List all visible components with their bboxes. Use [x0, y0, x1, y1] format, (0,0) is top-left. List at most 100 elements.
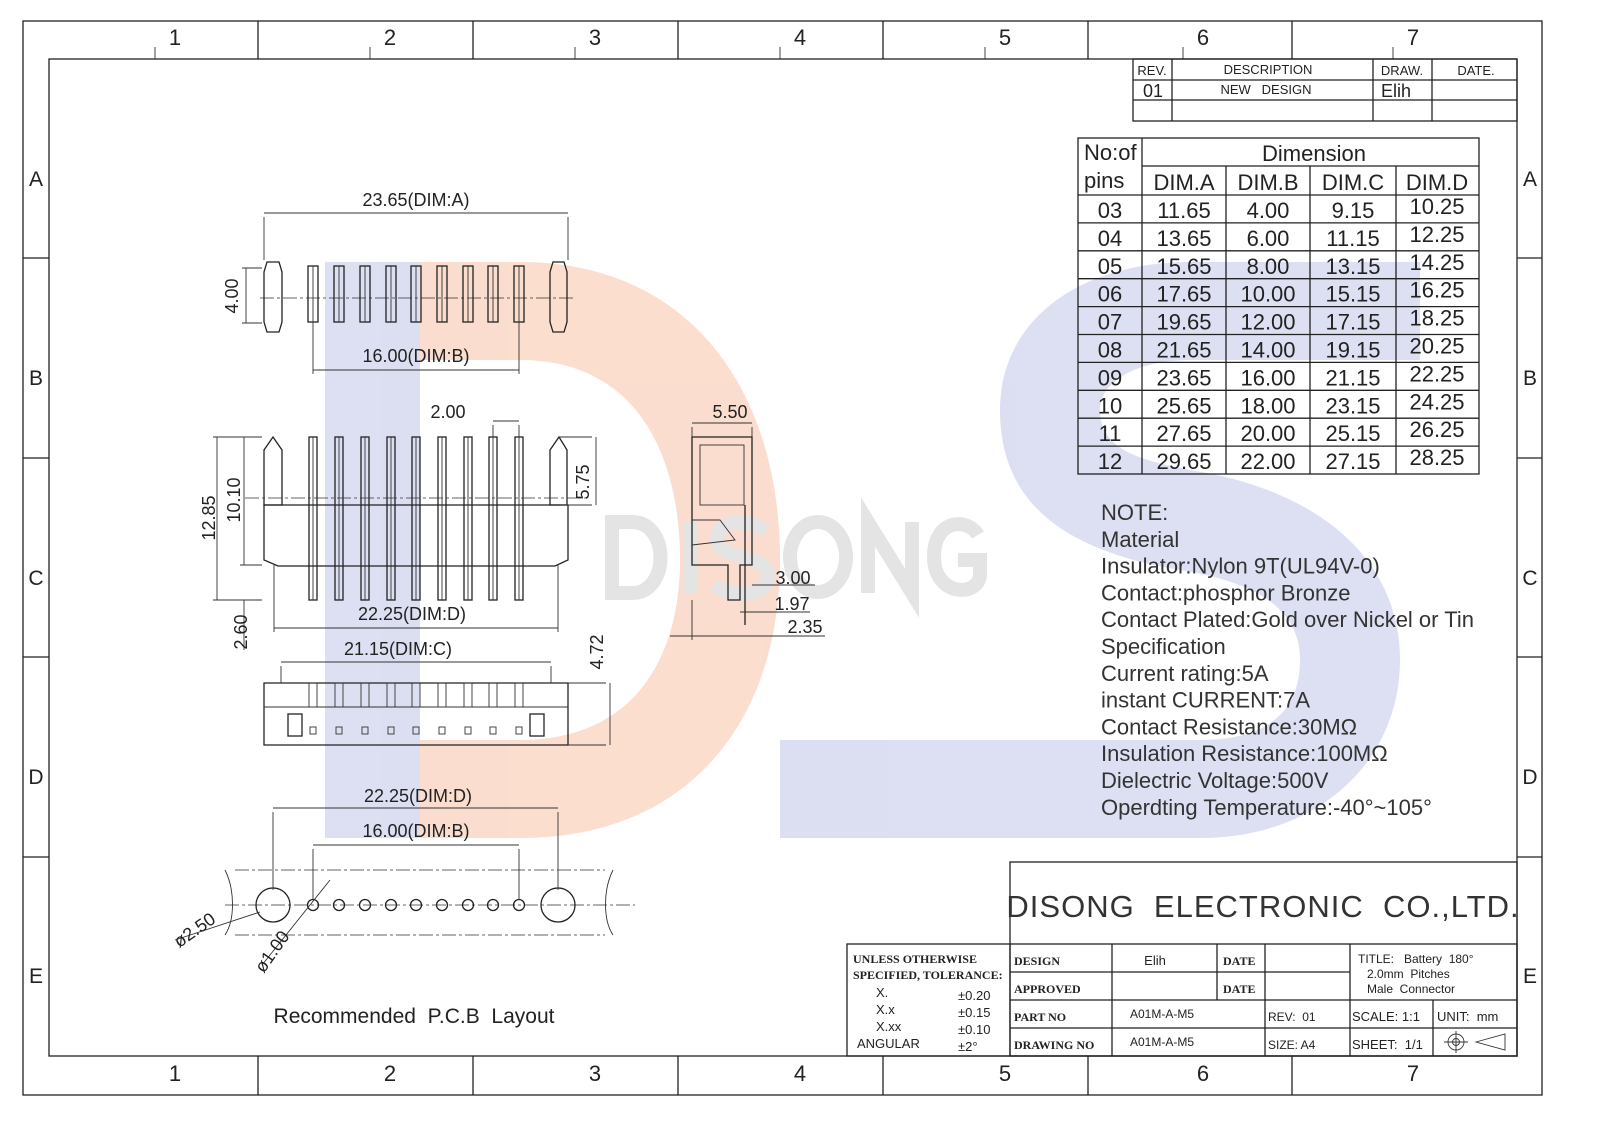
- frame-column-label: 7: [1407, 1061, 1419, 1086]
- table-cell: 06: [1098, 282, 1122, 307]
- table-cell: 10.00: [1240, 282, 1295, 307]
- dim-pcb-d: 22.25(DIM:D): [364, 786, 472, 806]
- side-view-body: [691, 436, 753, 601]
- table-cell: 13.65: [1156, 226, 1211, 251]
- tolerance-title-2: SPECIFIED, TOLERANCE:: [853, 968, 1003, 982]
- tolerance-value: ±0.20: [958, 988, 990, 1003]
- table-cell: 11: [1099, 421, 1122, 446]
- frame-row-label: C: [28, 567, 43, 590]
- pin-hole-pcb: [461, 898, 475, 912]
- draw-header: DRAW.: [1381, 63, 1423, 78]
- watermark-logo: [325, 262, 1420, 838]
- tolerance-value: ±2°: [958, 1039, 978, 1054]
- frame-row-label: D: [1522, 766, 1537, 789]
- tolerance-label: ANGULAR: [857, 1036, 920, 1051]
- table-cell: 20.00: [1240, 421, 1295, 446]
- frame-row-label: E: [29, 965, 43, 988]
- watermark-lettering: [605, 497, 987, 618]
- table-cell: 16.00: [1240, 365, 1295, 390]
- table-cell: 29.65: [1156, 449, 1211, 474]
- design-label: DESIGN: [1014, 954, 1060, 968]
- table-cell: 25.15: [1325, 421, 1380, 446]
- dim-side-3: 2.35: [787, 617, 822, 637]
- unit-label: UNIT: mm: [1437, 1009, 1498, 1024]
- dim-pcb-small-hole: ø1.00: [251, 927, 294, 976]
- table-cell: 18.00: [1240, 393, 1295, 418]
- drawing-no-value: A01M-A-M5: [1130, 1035, 1194, 1049]
- frame-column-label: 2: [384, 25, 396, 50]
- dim-side-1: 3.00: [775, 568, 810, 588]
- note-line: Specification: [1101, 634, 1226, 659]
- housing-post: [549, 435, 568, 506]
- approved-date-label: DATE: [1223, 982, 1255, 996]
- table-cell: 05: [1098, 254, 1122, 279]
- frame-row-label: C: [1522, 567, 1537, 590]
- note-line: Contact Resistance:30MΩ: [1101, 714, 1357, 739]
- pin-bottom: [334, 682, 344, 708]
- frame-column-label: 7: [1407, 25, 1419, 50]
- note-line: NOTE:: [1101, 500, 1168, 525]
- frame-column-label: 4: [794, 1061, 806, 1086]
- table-cell: 10: [1098, 393, 1122, 418]
- leader-line: [174, 911, 261, 941]
- pin-hole-pcb: [384, 898, 398, 912]
- table-cell: 11.65: [1157, 198, 1210, 223]
- rev-header: REV.: [1137, 63, 1166, 78]
- side-view-latch: [691, 519, 736, 546]
- table-cell: 28.25: [1409, 445, 1464, 470]
- housing-end-top: [263, 261, 283, 333]
- table-cell: 19.65: [1156, 310, 1211, 335]
- pin-hole-pcb: [358, 898, 372, 912]
- dim-side-w: 5.50: [712, 402, 747, 422]
- pin-hole-pcb: [435, 898, 449, 912]
- table-cell: 12.25: [1409, 222, 1464, 247]
- watermark-letter-g: [926, 517, 987, 597]
- table-cell: 25.65: [1156, 393, 1211, 418]
- watermark-d-blue: [325, 262, 420, 838]
- note-line: Contact:phosphor Bronze: [1101, 580, 1351, 605]
- pin-hole: [515, 726, 523, 735]
- tolerance-title-1: UNLESS OTHERWISE: [853, 952, 977, 966]
- table-cell: 8.00: [1247, 254, 1290, 279]
- break-line: [224, 869, 614, 936]
- table-cell: 19.15: [1325, 338, 1380, 363]
- dimension-column-header: DIM.B: [1237, 170, 1298, 195]
- dim-front-pitch: 2.00: [430, 402, 465, 422]
- watermark-d-orange: [420, 262, 780, 838]
- note-line: Contact Plated:Gold over Nickel or Tin: [1101, 607, 1474, 632]
- note-line: Material: [1101, 527, 1179, 552]
- pins-header-2: pins: [1084, 168, 1124, 193]
- revision-table: REV. DESCRIPTION DRAW. DATE. 01 NEW DESI…: [1132, 58, 1518, 122]
- title-line-2: 2.0mm Pitches: [1367, 967, 1450, 981]
- pin-hole: [412, 726, 420, 735]
- approved-label: APPROVED: [1014, 982, 1081, 996]
- table-cell: 6.00: [1247, 226, 1290, 251]
- note-line: Insulation Resistance:100MΩ: [1101, 741, 1388, 766]
- dim-front-d: 22.25(DIM:D): [358, 604, 466, 624]
- size-label: SIZE: A4: [1268, 1038, 1316, 1052]
- note-line: Dielectric Voltage:500V: [1101, 768, 1329, 793]
- rev-label: REV: 01: [1268, 1010, 1316, 1024]
- description-header: DESCRIPTION: [1224, 62, 1313, 77]
- polarization-key: [529, 713, 545, 737]
- dimension-column-header: DIM.A: [1153, 170, 1214, 195]
- rev-value: 01: [1143, 81, 1163, 101]
- pin-hole-pcb: [332, 898, 346, 912]
- frame-row-label: E: [1523, 965, 1537, 988]
- table-cell: 21.15: [1325, 365, 1380, 390]
- table-cell: 23.65: [1156, 365, 1211, 390]
- watermark-letter-d: [605, 515, 668, 600]
- table-cell: 04: [1098, 226, 1122, 251]
- note-line: Operdting Temperature:-40°~105°: [1101, 795, 1432, 820]
- table-cell: 08: [1098, 338, 1122, 363]
- dim-side-2: 1.97: [774, 594, 809, 614]
- pins-header: No:of: [1084, 140, 1137, 165]
- frame-column-label: 4: [794, 25, 806, 50]
- table-cell: 14.00: [1240, 338, 1295, 363]
